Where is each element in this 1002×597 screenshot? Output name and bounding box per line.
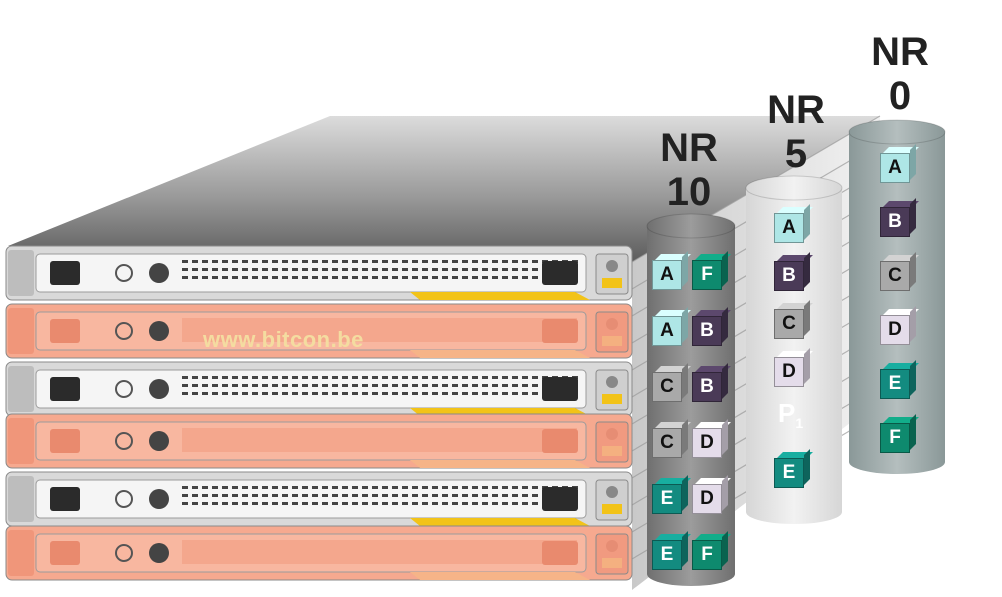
nr0-cylinder — [848, 119, 946, 474]
disk-block-label: D — [692, 428, 722, 458]
disk-block: E — [652, 475, 691, 514]
disk-block-side — [910, 198, 916, 234]
disk-block-side — [682, 531, 688, 567]
disk-block: C — [880, 252, 919, 291]
disk-block-label: F — [692, 260, 722, 290]
disk-block-label: D — [692, 484, 722, 514]
watermark-text: www.bitcon.be — [203, 327, 364, 352]
disk-block: E — [652, 531, 691, 570]
disk-block-label: B — [692, 372, 722, 402]
disk-block-side — [722, 251, 728, 287]
disk-block: A — [880, 144, 919, 183]
disk-block: B — [880, 198, 919, 237]
disk-block-side — [722, 363, 728, 399]
raid-title-line2: 5 — [784, 132, 808, 176]
raid-title-line1: NR — [871, 30, 929, 74]
disk-block-side — [722, 475, 728, 511]
disk-block: C — [652, 363, 691, 402]
disk-block-label: C — [774, 309, 804, 339]
disk-block-label: D — [880, 315, 910, 345]
disk-block-label: A — [774, 213, 804, 243]
raid-title-line2: 0 — [888, 74, 912, 118]
disk-block-side — [682, 363, 688, 399]
disk-block-side — [722, 307, 728, 343]
server-unit — [5, 361, 633, 417]
disk-block-label: A — [652, 260, 682, 290]
disk-block-side — [910, 144, 916, 180]
disk-block: A — [652, 251, 691, 290]
parity-label: P1 — [778, 398, 803, 431]
disk-block: D — [774, 348, 813, 387]
disk-block-side — [804, 300, 810, 336]
disk-block: D — [692, 475, 731, 514]
disk-block: B — [774, 252, 813, 291]
disk-block-side — [682, 475, 688, 511]
disk-block: F — [880, 414, 919, 453]
disk-block-label: C — [652, 428, 682, 458]
disk-block-label: F — [880, 423, 910, 453]
disk-block-label: D — [774, 357, 804, 387]
disk-block: C — [774, 300, 813, 339]
disk-block: F — [692, 531, 731, 570]
disk-block-label: F — [692, 540, 722, 570]
server-unit — [5, 471, 633, 527]
raid-title-line1: NR — [660, 126, 718, 170]
disk-block-label: E — [652, 484, 682, 514]
disk-block-side — [910, 414, 916, 450]
disk-block: F — [692, 251, 731, 290]
disk-block-side — [910, 306, 916, 342]
disk-block-label: E — [880, 369, 910, 399]
disk-block-side — [804, 204, 810, 240]
disk-block: E — [774, 449, 813, 488]
disk-block-side — [682, 307, 688, 343]
disk-block: B — [692, 363, 731, 402]
disk-block-side — [910, 252, 916, 288]
disk-block-side — [682, 419, 688, 455]
raid-title-line1: NR — [767, 88, 825, 132]
disk-block-label: B — [692, 316, 722, 346]
disk-block-label: B — [880, 207, 910, 237]
parity-label-sub: 1 — [795, 415, 804, 432]
disk-block: A — [774, 204, 813, 243]
server-unit — [5, 245, 633, 301]
raid-title-line2: 10 — [666, 170, 712, 214]
disk-block-label: C — [880, 261, 910, 291]
disk-block-side — [804, 252, 810, 288]
disk-block-label: E — [774, 458, 804, 488]
disk-block-label: A — [880, 153, 910, 183]
disk-block-side — [804, 449, 810, 485]
server-unit — [5, 303, 633, 359]
disk-block-label: E — [652, 540, 682, 570]
disk-block-label: C — [652, 372, 682, 402]
disk-block: B — [692, 307, 731, 346]
disk-block-side — [804, 348, 810, 384]
disk-block-side — [910, 360, 916, 396]
disk-block: E — [880, 360, 919, 399]
disk-block-side — [722, 531, 728, 567]
disk-block-label: B — [774, 261, 804, 291]
parity-label-main: P — [778, 398, 796, 428]
server-unit — [5, 525, 633, 581]
server-unit — [5, 413, 633, 469]
disk-block: D — [692, 419, 731, 458]
disk-block-label: A — [652, 316, 682, 346]
disk-block-side — [722, 419, 728, 455]
disk-block-side — [682, 251, 688, 287]
disk-block: A — [652, 307, 691, 346]
disk-block: D — [880, 306, 919, 345]
disk-block: C — [652, 419, 691, 458]
